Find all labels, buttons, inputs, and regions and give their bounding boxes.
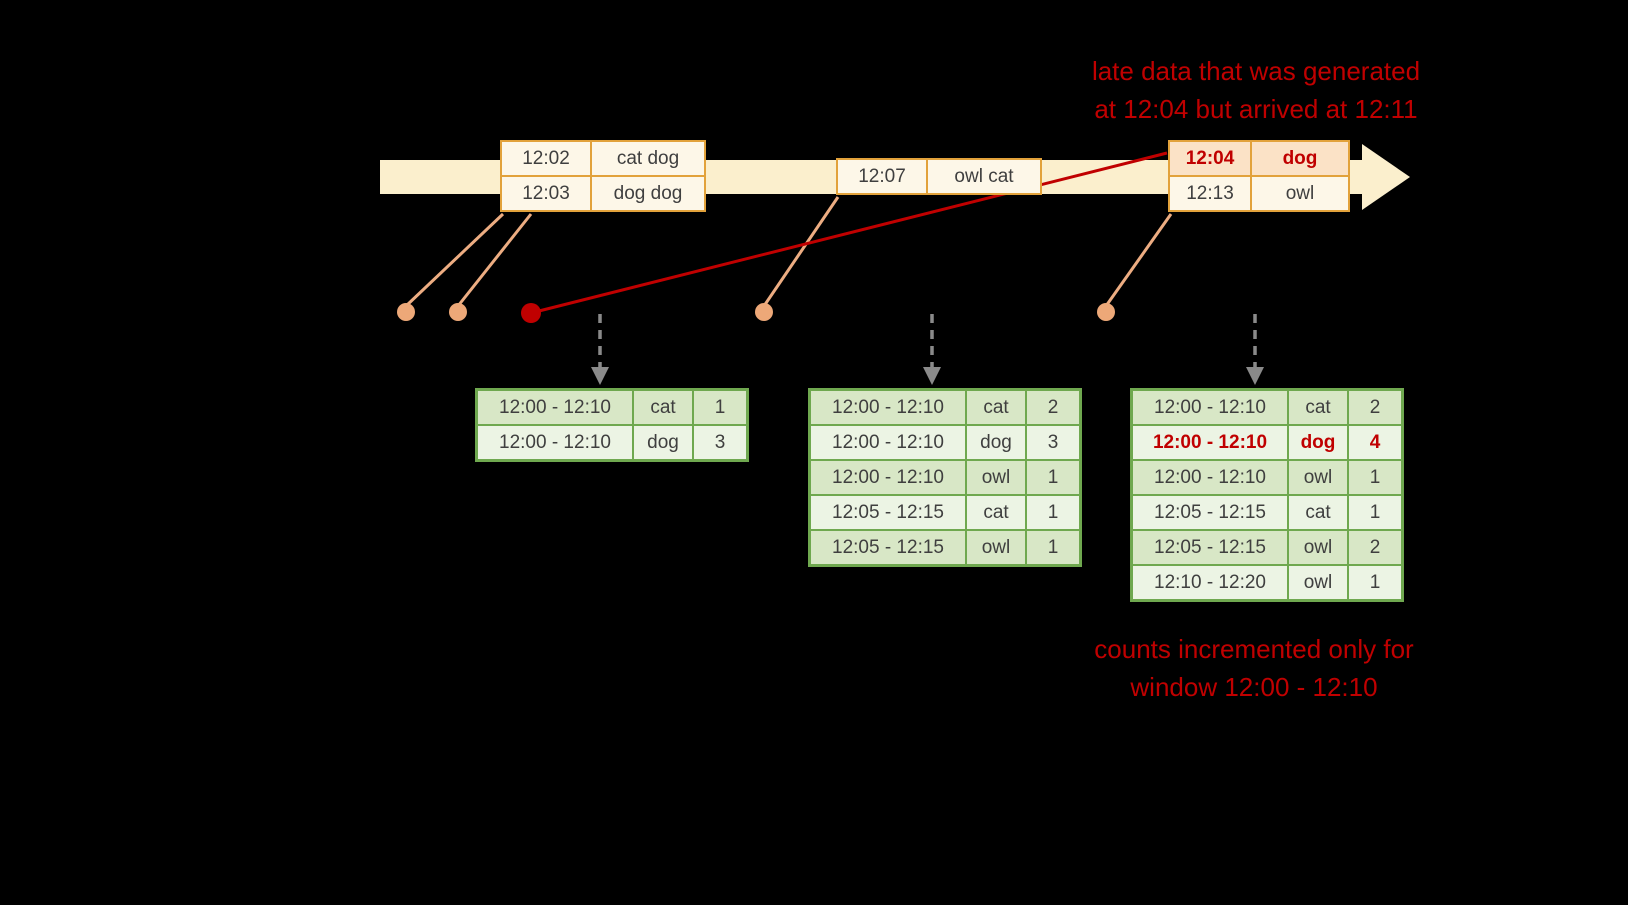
result-window: 12:00 - 12:10 xyxy=(475,388,634,426)
result-count: 1 xyxy=(1347,564,1404,602)
event-row: 12:13 owl xyxy=(1168,175,1350,212)
result-window: 12:00 - 12:10 xyxy=(1130,459,1289,496)
late-data-line xyxy=(530,151,1168,315)
event-row: 12:07 owl cat xyxy=(836,158,1042,195)
timeline-arrow-head xyxy=(1362,144,1410,210)
result-window: 12:00 - 12:10 xyxy=(808,424,967,461)
result-word: dog xyxy=(965,424,1027,461)
event-row: 12:03 dog dog xyxy=(500,175,706,212)
result-window: 12:05 - 12:15 xyxy=(808,494,967,531)
result-window: 12:05 - 12:15 xyxy=(1130,494,1289,531)
event-words: dog dog xyxy=(590,175,706,212)
result-table-3: 12:00 - 12:10 cat 2 12:00 - 12:10 dog 4 … xyxy=(1130,388,1404,602)
result-word: cat xyxy=(1287,494,1349,531)
event-dot-1202 xyxy=(397,303,415,321)
result-row: 12:00 - 12:10 cat 2 xyxy=(1130,388,1404,426)
result-count: 1 xyxy=(1347,459,1404,496)
result-count: 2 xyxy=(1347,388,1404,426)
connector-line-1202 xyxy=(404,212,505,308)
result-row: 12:00 - 12:10 dog 3 xyxy=(475,424,749,462)
trigger-arrow-head-3 xyxy=(1246,367,1264,385)
event-words: dog xyxy=(1250,140,1350,177)
connector-line-1207 xyxy=(762,196,840,307)
result-count: 1 xyxy=(1347,494,1404,531)
connector-line-1213 xyxy=(1104,213,1173,307)
result-word: cat xyxy=(965,494,1027,531)
event-dot-1207 xyxy=(755,303,773,321)
event-words: cat dog xyxy=(590,140,706,177)
result-count: 3 xyxy=(692,424,749,462)
event-dot-1213 xyxy=(1097,303,1115,321)
result-word: owl xyxy=(1287,564,1349,602)
result-window: 12:10 - 12:20 xyxy=(1130,564,1289,602)
result-table-1: 12:00 - 12:10 cat 1 12:00 - 12:10 dog 3 xyxy=(475,388,749,462)
late-data-note-line1: late data that was generated xyxy=(1091,56,1421,86)
result-word: cat xyxy=(1287,388,1349,426)
result-window: 12:00 - 12:10 xyxy=(808,388,967,426)
late-updated-result-row: 12:00 - 12:10 dog 4 xyxy=(1130,424,1404,461)
event-time: 12:13 xyxy=(1168,175,1252,212)
late-event-row: 12:04 dog xyxy=(1168,140,1350,177)
result-row: 12:05 - 12:15 owl 1 xyxy=(808,529,1082,567)
result-row: 12:05 - 12:15 cat 1 xyxy=(1130,494,1404,531)
result-window: 12:05 - 12:15 xyxy=(1130,529,1289,566)
event-time: 12:04 xyxy=(1168,140,1252,177)
result-count: 3 xyxy=(1025,424,1082,461)
event-time: 12:02 xyxy=(500,140,592,177)
result-table-2: 12:00 - 12:10 cat 2 12:00 - 12:10 dog 3 … xyxy=(808,388,1082,567)
result-row: 12:05 - 12:15 owl 2 xyxy=(1130,529,1404,566)
event-box-3: 12:04 dog 12:13 owl xyxy=(1168,140,1350,212)
result-word: dog xyxy=(632,424,694,462)
result-count: 2 xyxy=(1347,529,1404,566)
result-window: 12:05 - 12:15 xyxy=(808,529,967,567)
result-row: 12:10 - 12:20 owl 1 xyxy=(1130,564,1404,602)
result-word: cat xyxy=(965,388,1027,426)
result-row: 12:00 - 12:10 owl 1 xyxy=(808,459,1082,496)
event-box-2: 12:07 owl cat xyxy=(836,158,1042,195)
event-time: 12:03 xyxy=(500,175,592,212)
result-word: dog xyxy=(1287,424,1349,461)
result-count: 1 xyxy=(692,388,749,426)
event-box-1: 12:02 cat dog 12:03 dog dog xyxy=(500,140,706,212)
result-word: owl xyxy=(965,459,1027,496)
trigger-arrow-head-1 xyxy=(591,367,609,385)
event-row: 12:02 cat dog xyxy=(500,140,706,177)
event-words: owl xyxy=(1250,175,1350,212)
counts-note-line1: counts incremented only for xyxy=(1094,634,1414,664)
connector-line-1203 xyxy=(456,213,533,307)
result-word: owl xyxy=(1287,459,1349,496)
counts-note-line2: window 12:00 - 12:10 xyxy=(1130,672,1378,702)
result-window: 12:00 - 12:10 xyxy=(1130,424,1289,461)
late-data-note-line2: at 12:04 but arrived at 12:11 xyxy=(1094,94,1418,124)
result-row: 12:00 - 12:10 cat 2 xyxy=(808,388,1082,426)
event-time: 12:07 xyxy=(836,158,928,195)
result-window: 12:00 - 12:10 xyxy=(1130,388,1289,426)
result-row: 12:00 - 12:10 dog 3 xyxy=(808,424,1082,461)
result-window: 12:00 - 12:10 xyxy=(475,424,634,462)
result-count: 1 xyxy=(1025,494,1082,531)
result-count: 4 xyxy=(1347,424,1404,461)
result-count: 2 xyxy=(1025,388,1082,426)
late-data-note: late data that was generated at 12:04 bu… xyxy=(1016,52,1496,128)
result-count: 1 xyxy=(1025,529,1082,567)
result-word: owl xyxy=(965,529,1027,567)
counts-incremented-note: counts incremented only for window 12:00… xyxy=(1014,630,1494,706)
result-count: 1 xyxy=(1025,459,1082,496)
result-row: 12:00 - 12:10 owl 1 xyxy=(1130,459,1404,496)
event-words: owl cat xyxy=(926,158,1042,195)
result-window: 12:00 - 12:10 xyxy=(808,459,967,496)
result-word: owl xyxy=(1287,529,1349,566)
result-word: cat xyxy=(632,388,694,426)
trigger-arrow-head-2 xyxy=(923,367,941,385)
result-row: 12:00 - 12:10 cat 1 xyxy=(475,388,749,426)
result-row: 12:05 - 12:15 cat 1 xyxy=(808,494,1082,531)
late-data-dot xyxy=(521,303,541,323)
event-dot-1203 xyxy=(449,303,467,321)
